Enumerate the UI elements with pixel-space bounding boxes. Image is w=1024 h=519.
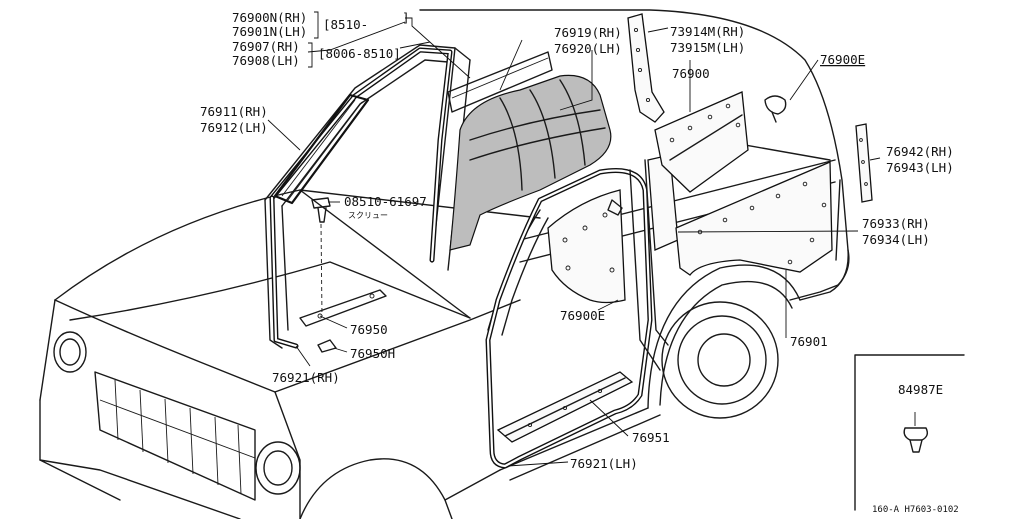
label-76900: 76900 [672,66,710,81]
windshield-seal [269,47,453,349]
label-76921-rh: 76921(RH) [272,370,340,385]
trim-strip-76942 [855,123,873,203]
inset-box [854,354,965,511]
label-73915m: 73915M(LH) [670,40,745,55]
label-76951: 76951 [632,430,670,445]
label-76912: 76912(LH) [200,120,268,135]
screw-08510 [311,197,331,317]
label-76907: 76907(RH) [232,39,300,54]
label-76950: 76950 [350,322,388,337]
label-76901n: 76901N(LH) [232,24,307,39]
label-76942: 76942(RH) [886,144,954,159]
side-trim-panel [654,91,833,276]
label-76908: 76908(LH) [232,53,300,68]
part-labels: 76900N(RH) 76901N(LH) [8510- ] 76907(RH)… [200,10,959,515]
label-range-8510: [8510- [323,17,368,32]
roll-bar-cover [449,74,612,251]
label-76900n: 76900N(RH) [232,10,307,25]
label-08510: 08510-61697 [344,194,427,209]
label-73914m: 73914M(RH) [670,24,745,39]
label-brackets [308,11,319,68]
label-range-8006: [8006-8510] [318,46,401,61]
label-76943: 76943(LH) [886,160,954,175]
leader-lines [267,17,881,467]
label-range-8510-end: ] [402,10,410,25]
label-76901: 76901 [790,334,828,349]
label-76921-lh: 76921(LH) [570,456,638,471]
label-76920: 76920(LH) [554,41,622,56]
label-76934: 76934(LH) [862,232,930,247]
scuff-plate-76951 [496,371,634,443]
label-76919: 76919(RH) [554,25,622,40]
label-76900e-top: 76900E [820,52,865,67]
label-76911: 76911(RH) [200,104,268,119]
label-76900e-mid: 76900E [560,308,605,323]
footer-code: 160-A H7603-0102 [872,505,959,515]
clip-76900e [764,95,787,123]
label-76933: 76933(RH) [862,216,930,231]
bracket-73914m [627,13,665,123]
cowl-trim-76950 [299,289,387,353]
label-screw: スクリュー [348,211,388,220]
label-84987e: 84987E [898,382,943,397]
door-frame [485,154,679,469]
label-76950h: 76950H [350,346,395,361]
rear-window-strip [447,51,553,113]
